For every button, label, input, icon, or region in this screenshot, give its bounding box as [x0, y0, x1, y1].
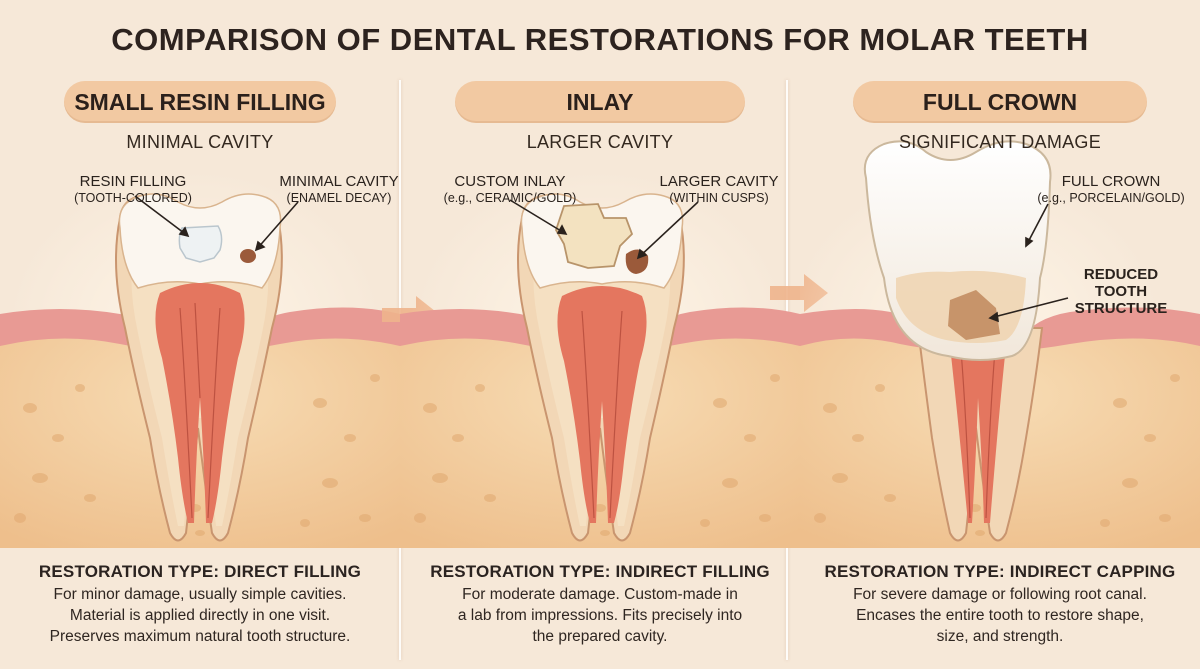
- panel-resin-filling: SMALL RESIN FILLING MINIMAL CAVITY RESIN…: [0, 78, 400, 669]
- resin-filling-tooth-illustration: [0, 168, 400, 548]
- panel-subtitle: SIGNIFICANT DAMAGE: [898, 132, 1102, 152]
- callout-full-crown: FULL CROWN (e.g., PORCELAIN/GOLD): [1037, 173, 1185, 205]
- panel-subtitle: MINIMAL CAVITY: [126, 132, 274, 152]
- full-crown-tooth-illustration: [800, 140, 1200, 548]
- callout-resin-filling: RESIN FILLING (TOOTH-COLORED): [74, 173, 192, 205]
- pointer-arrow-icon: [988, 203, 1069, 323]
- callout-larger-cavity: LARGER CAVITY (WITHIN CUSPS): [659, 173, 779, 205]
- panel-heading: FULL CROWN: [853, 81, 1147, 123]
- panel-description: For severe damage or following root cana…: [853, 586, 1147, 645]
- panel-subtitle: LARGER CAVITY: [526, 132, 674, 152]
- panel-heading: INLAY: [455, 81, 745, 123]
- restoration-type: RESTORATION TYPE: INDIRECT FILLING: [430, 562, 770, 581]
- restoration-type: RESTORATION TYPE: INDIRECT CAPPING: [824, 562, 1176, 581]
- pointer-arrow-icon: [134, 195, 299, 252]
- pointer-arrow-icon: [509, 199, 699, 260]
- panel-full-crown: FULL CROWN SIGNIFICANT DAMAGE FULL CROWN…: [800, 78, 1200, 669]
- callout-custom-inlay: CUSTOM INLAY (e.g., CERAMIC/GOLD): [443, 173, 577, 205]
- callout-reduced-tooth-structure: REDUCED TOOTH STRUCTURE: [1074, 266, 1168, 317]
- panel-inlay: INLAY LARGER CAVITY CUSTOM INLAY (e.g., …: [400, 78, 800, 669]
- panel-description: For minor damage, usually simple cavitie…: [49, 586, 351, 645]
- page-title: COMPARISON OF DENTAL RESTORATIONS FOR MO…: [111, 22, 1089, 57]
- callout-minimal-cavity: MINIMAL CAVITY (ENAMEL DECAY): [279, 173, 399, 205]
- panel-description: For moderate damage. Custom-made in a la…: [457, 586, 743, 645]
- restoration-type: RESTORATION TYPE: DIRECT FILLING: [38, 562, 362, 581]
- panel-heading: SMALL RESIN FILLING: [64, 81, 336, 123]
- inlay-tooth-illustration: [400, 168, 800, 548]
